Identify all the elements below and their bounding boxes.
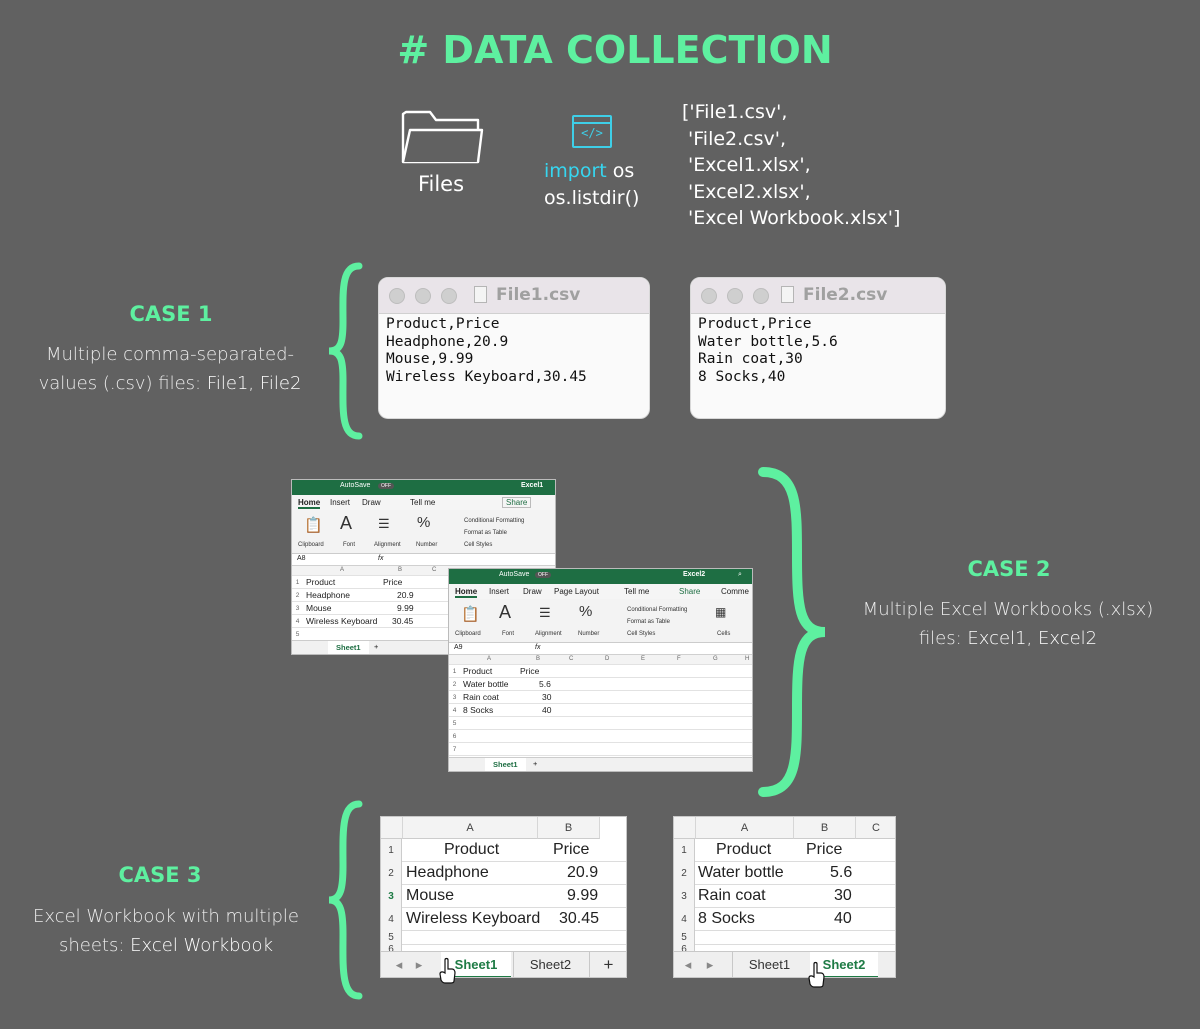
case2-brace: [758, 467, 826, 797]
cell-reference[interactable]: A8: [297, 555, 306, 562]
folder-icon: [401, 110, 484, 164]
case3-title: CASE 3: [118, 863, 202, 887]
tab-tell-me[interactable]: Tell me: [624, 587, 650, 596]
share-button[interactable]: Share: [679, 587, 701, 596]
cells-icon[interactable]: ▦: [715, 605, 727, 619]
font-icon[interactable]: A: [499, 602, 512, 622]
column-header[interactable]: A: [403, 817, 538, 839]
case1-title: CASE 1: [129, 302, 213, 326]
column-header[interactable]: C: [856, 817, 895, 839]
percent-icon[interactable]: %: [579, 603, 593, 620]
page-title: # DATA COLLECTION: [397, 28, 833, 72]
case3-description: Excel Workbook with multiple sheets: Exc…: [33, 906, 299, 956]
column-header[interactable]: B: [794, 817, 856, 839]
tab-tell-me[interactable]: Tell me: [410, 498, 436, 507]
document-icon: [474, 286, 487, 303]
case1-brace: [328, 262, 363, 440]
window-title: File2.csv: [803, 285, 888, 305]
tab-home[interactable]: Home: [298, 498, 321, 509]
csv-content: Product,Price Headphone,20.9 Mouse,9.99 …: [386, 316, 587, 385]
case2-title: CASE 2: [967, 557, 1051, 581]
tab-home[interactable]: Home: [455, 587, 478, 598]
workbook-name: Excel2: [683, 571, 706, 578]
add-sheet-button[interactable]: +: [374, 642, 379, 651]
column-header[interactable]: A: [696, 817, 794, 839]
import-statement: import os: [544, 160, 635, 182]
sheet-tab[interactable]: Sheet1: [485, 758, 526, 771]
comments-button[interactable]: Comme: [721, 587, 750, 596]
tab-page-layout[interactable]: Page Layout: [554, 587, 599, 596]
case1-description: Multiple comma-separated- values (.csv) …: [38, 344, 302, 394]
add-sheet-button[interactable]: +: [533, 759, 538, 768]
alignment-icon[interactable]: ☰: [378, 516, 390, 531]
file-listing: ['File1.csv', 'File2.csv', 'Excel1.xlsx'…: [682, 101, 901, 229]
minimize-dot[interactable]: [415, 288, 431, 304]
tab-insert[interactable]: Insert: [330, 498, 351, 507]
scroll-right-icon[interactable]: ▸: [706, 957, 714, 972]
case3-brace: [328, 800, 363, 1000]
alignment-icon[interactable]: ☰: [539, 605, 551, 620]
table-row: 5: [449, 717, 752, 730]
excel1-window: AutoSave OFF Excel1 Home Insert Draw Tel…: [291, 479, 556, 655]
file2-csv-window: File2.csv Product,Price Water bottle,5.6…: [690, 277, 946, 419]
search-icon[interactable]: ⌕: [738, 571, 742, 578]
tab-sheet2[interactable]: Sheet2: [513, 952, 587, 977]
tab-draw[interactable]: Draw: [523, 587, 542, 596]
close-dot[interactable]: [389, 288, 405, 304]
add-sheet-button[interactable]: +: [589, 952, 626, 977]
files-label: Files: [417, 172, 465, 196]
sheet-tab[interactable]: Sheet1: [328, 641, 369, 654]
workbook-name: Excel1: [521, 482, 544, 489]
share-button[interactable]: Share: [502, 497, 532, 508]
cell-reference[interactable]: A9: [454, 644, 463, 651]
close-dot[interactable]: [701, 288, 717, 304]
csv-content: Product,Price Water bottle,5.6 Rain coat…: [698, 316, 838, 385]
table-row: 7: [449, 743, 752, 756]
scroll-left-icon[interactable]: ◂: [684, 957, 692, 972]
file1-csv-window: File1.csv Product,Price Headphone,20.9 M…: [378, 277, 650, 419]
percent-icon[interactable]: %: [417, 514, 431, 531]
case2-description: Multiple Excel Workbooks (.xlsx) files: …: [862, 599, 1154, 649]
tab-sheet1[interactable]: Sheet1: [732, 952, 806, 977]
document-icon: [781, 286, 794, 303]
column-header[interactable]: B: [538, 817, 600, 839]
excel2-window: AutoSave OFF Excel2 ⌕ Home Insert Draw P…: [448, 568, 753, 772]
scroll-left-icon[interactable]: ◂: [395, 957, 403, 972]
hand-cursor-icon: [439, 957, 456, 984]
table-row: 5: [381, 931, 626, 945]
maximize-dot[interactable]: [441, 288, 457, 304]
window-title: File1.csv: [496, 285, 581, 305]
table-row: 6: [449, 730, 752, 743]
minimize-dot[interactable]: [727, 288, 743, 304]
hand-cursor-icon: [808, 961, 825, 988]
code-icon: </>: [572, 115, 612, 148]
scroll-right-icon[interactable]: ▸: [415, 957, 423, 972]
maximize-dot[interactable]: [753, 288, 769, 304]
font-icon[interactable]: A: [340, 513, 353, 533]
listdir-call: os.listdir(): [544, 187, 640, 209]
tab-draw[interactable]: Draw: [362, 498, 381, 507]
table-row: 5: [674, 931, 895, 945]
tab-insert[interactable]: Insert: [489, 587, 510, 596]
